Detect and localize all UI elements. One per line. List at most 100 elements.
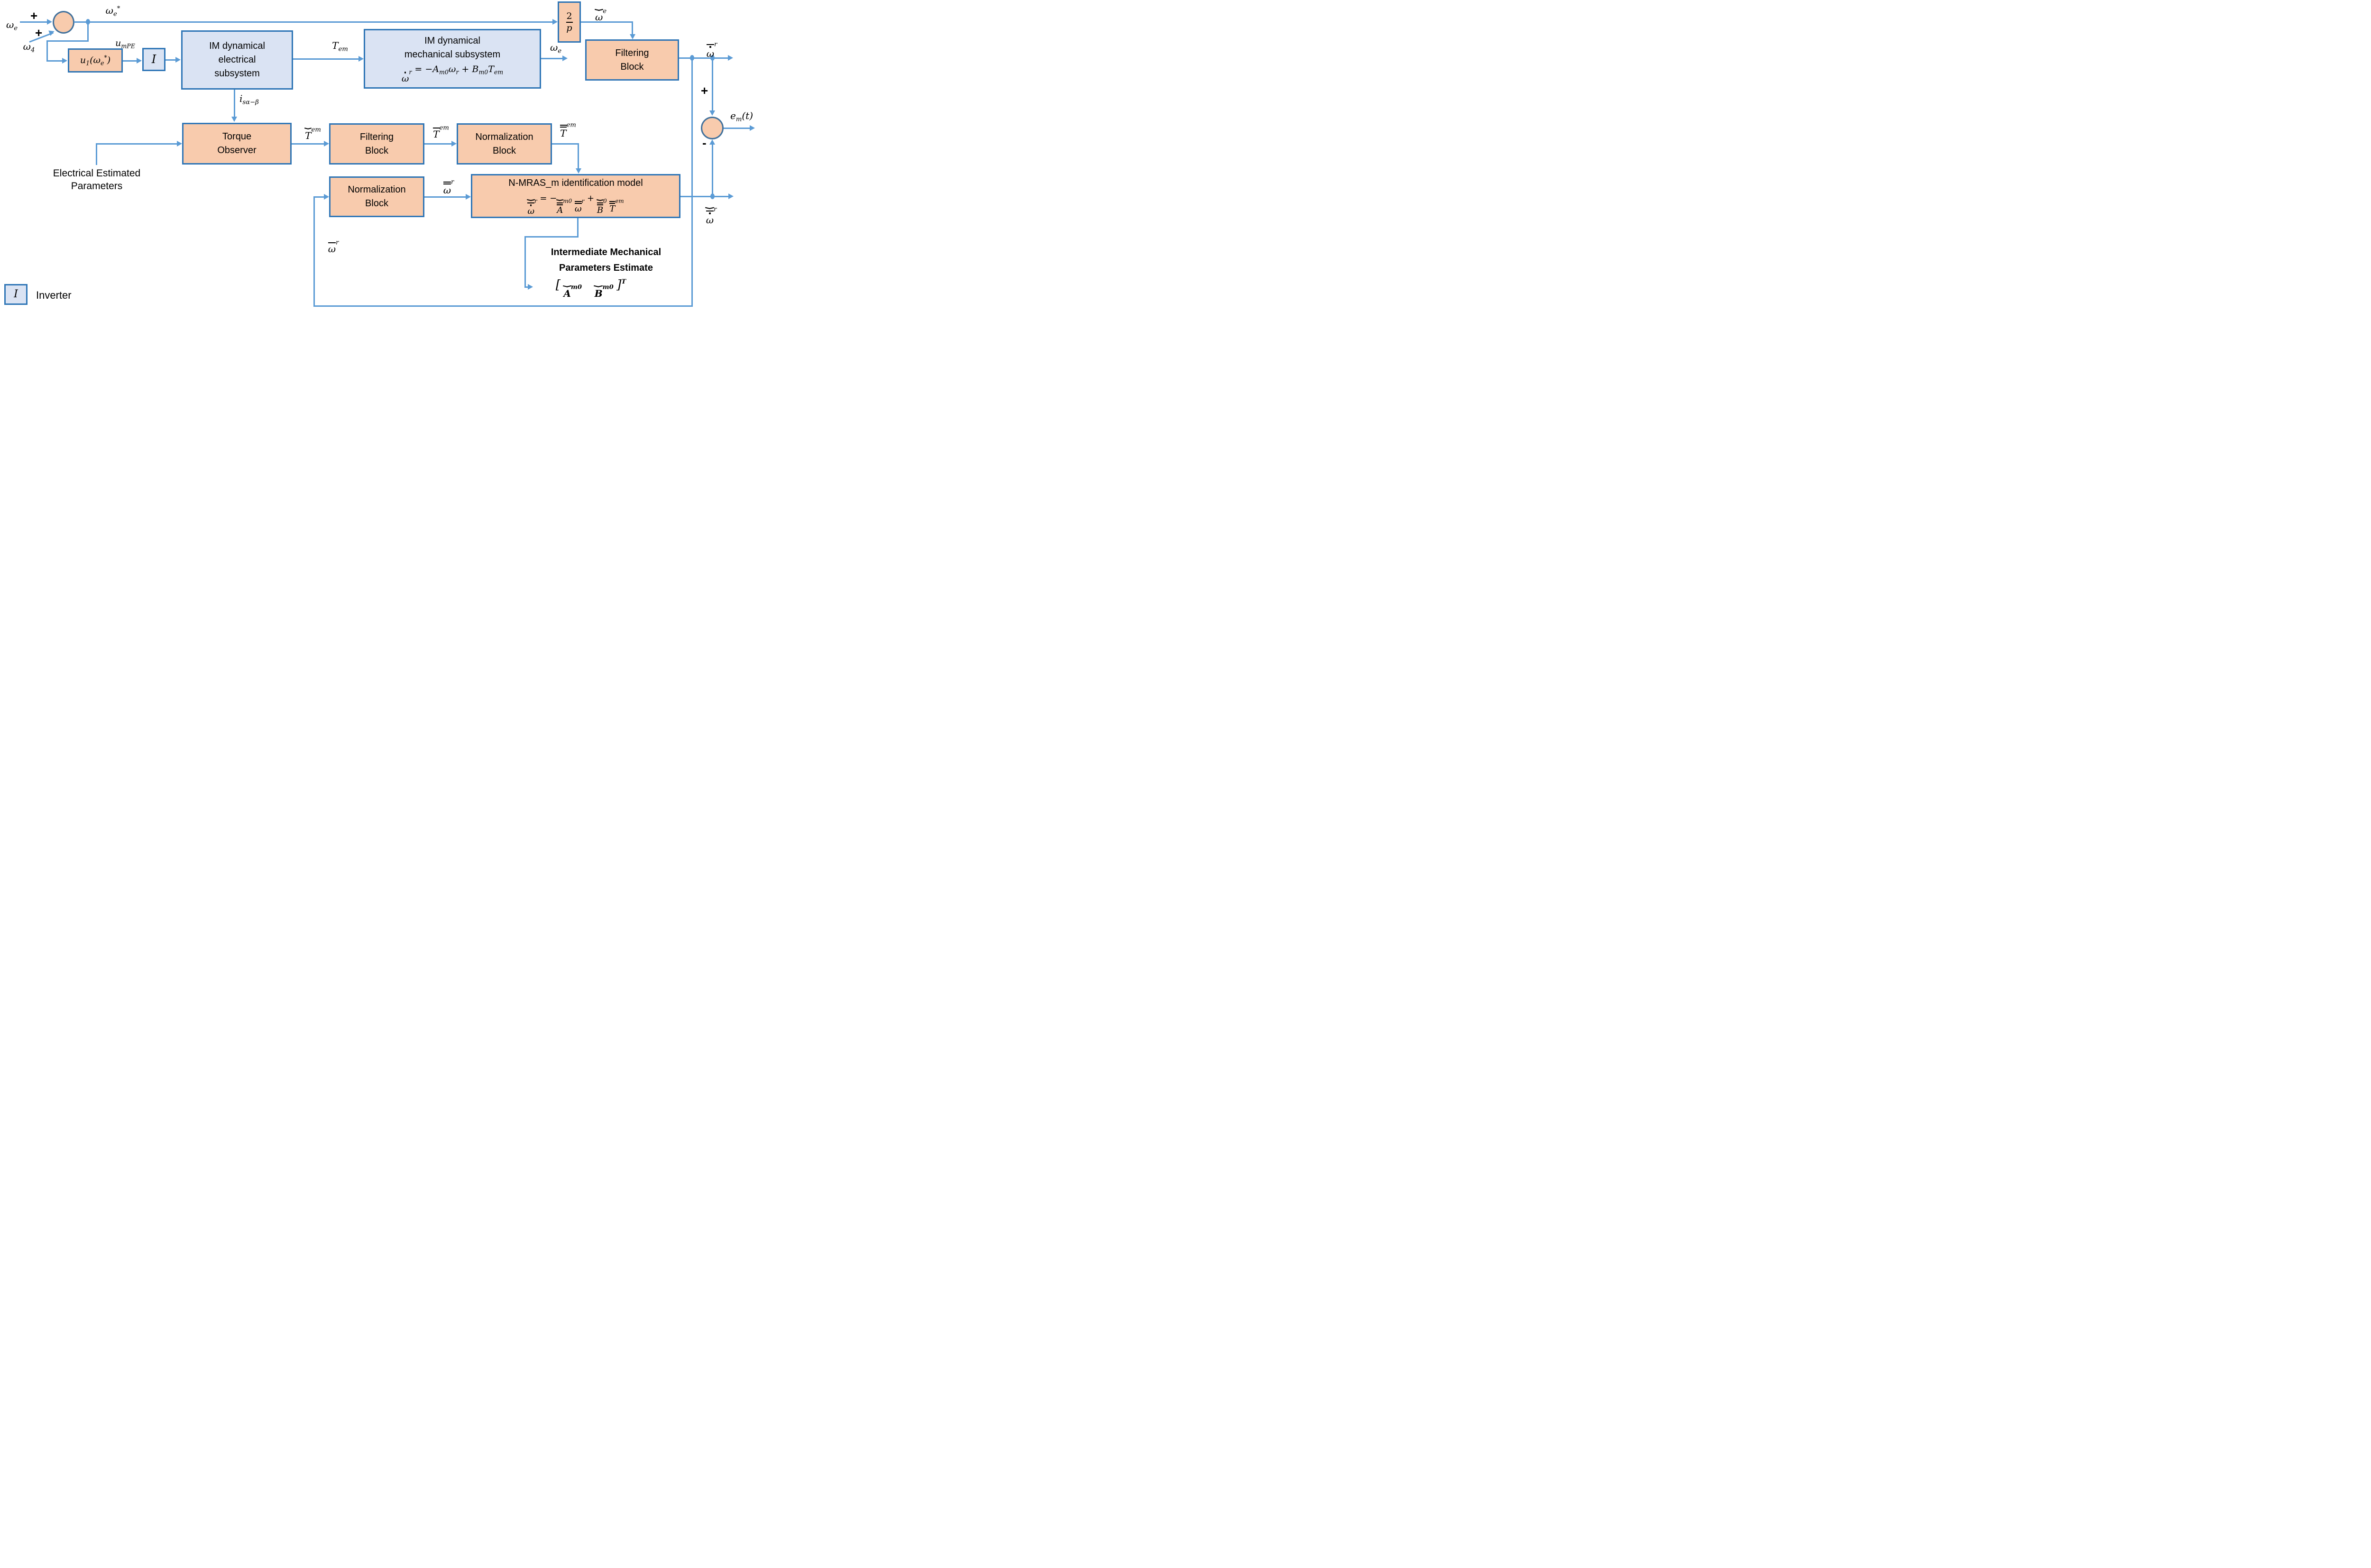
arrowhead [562, 55, 568, 61]
wire-i-s [233, 90, 235, 118]
i-s-label: isα−β [239, 93, 259, 106]
normalization-block-bottom: Normalization Block [329, 176, 424, 217]
hat-decoration [595, 9, 604, 12]
block-text: Block [620, 61, 644, 72]
arrowhead [175, 57, 181, 63]
block-text: Normalization [475, 131, 533, 142]
legend-inverter-symbol: I [14, 288, 18, 301]
intermediate-parameters-text: Intermediate Mechanical Parameters Estim… [551, 247, 662, 273]
summing-junction-2 [701, 117, 724, 139]
arrowhead [231, 117, 237, 122]
plus-sign-top: + [30, 9, 38, 23]
electrical-estimated-parameters-text: Electrical Estimated Parameters [53, 168, 141, 192]
double-overline-decoration [560, 125, 567, 126]
u-mPE-label: umPE [115, 38, 135, 50]
arrowhead [709, 110, 715, 116]
wire-nmras-out [680, 195, 728, 197]
wire-T-em [293, 58, 358, 60]
wire-T-dbar-em [552, 143, 579, 145]
block-text: Observer [217, 145, 257, 156]
wire-e-m [724, 127, 750, 129]
block-diagram-canvas: ωe + + ω4 ωe* u1(ωe*) umPE I IM dynamic [0, 0, 759, 314]
plus-sign-bottom: + [35, 26, 43, 40]
wire-omega-hat-e-down [632, 21, 633, 35]
block-text: Torque [222, 131, 252, 142]
wire-minus-input [711, 141, 713, 196]
hat-decoration [594, 285, 603, 288]
arrowhead [137, 58, 142, 64]
overline-decoration [706, 44, 714, 46]
arrowhead [728, 55, 733, 61]
omega-e-input-label: ωe [6, 19, 18, 32]
wire-T-bar-em [424, 143, 451, 145]
wire-omega-e-star [74, 21, 552, 23]
fraction-bar [566, 21, 573, 23]
wire-u1-to-inverter [123, 60, 137, 62]
omega-4-label: ω4 [23, 41, 35, 54]
hat-decoration [527, 199, 535, 202]
block-text: Filtering [615, 47, 649, 58]
block-text: Block [365, 198, 388, 209]
wire-omega-e-in [20, 21, 47, 23]
wire-branch-down [87, 22, 89, 41]
arrowhead [62, 58, 67, 64]
hat-decoration [304, 128, 312, 130]
double-overline-decoration [443, 182, 451, 183]
arrowhead [629, 34, 635, 39]
arrowhead [324, 141, 329, 147]
block-text: Block [365, 145, 388, 156]
block-text: electrical [218, 55, 256, 65]
wire-into-u1 [46, 60, 63, 62]
wire-into-normalization2 [313, 196, 324, 198]
wire-branch-down2 [46, 40, 48, 62]
wire-eep-right [95, 143, 177, 145]
wire-omega-dot-bar-r [679, 57, 728, 59]
block-text: Block [493, 145, 516, 156]
arrowhead [750, 125, 755, 131]
block-text: Filtering [359, 131, 394, 142]
block-text: IM dynamical [424, 36, 480, 46]
summing-junction-1 [53, 11, 74, 34]
wire-T-hat-em [292, 143, 324, 145]
wire-feedback-down [691, 58, 693, 306]
wire-feedback-up [313, 197, 315, 306]
wire-branch-left [46, 40, 89, 42]
arrowhead [466, 194, 471, 200]
arrowhead [552, 19, 558, 25]
nmras-title: N-MRAS_m identification model [508, 178, 643, 189]
wire-estimate-left [524, 236, 579, 238]
hat-decoration [563, 285, 571, 288]
wire-omega-hat-e [581, 21, 633, 23]
block-text: IM dynamical [209, 41, 265, 51]
arrowhead [177, 141, 182, 147]
wire-plus-input [711, 58, 713, 111]
inverter-symbol: I [151, 53, 156, 66]
wire-feedback-bottom [313, 305, 693, 307]
plus-sign-sum2: + [701, 83, 708, 98]
electrical-subsystem-block: IM dynamical electrical subsystem [181, 30, 293, 90]
block-text: Normalization [348, 184, 406, 195]
inverter-block: I [142, 48, 165, 71]
arrowhead [47, 19, 52, 25]
minus-sign-sum2: - [702, 136, 707, 150]
e-m-label: em(t) [730, 110, 754, 123]
T-em-label: Tem [332, 40, 348, 53]
u1-label: u1(ωe*) [80, 54, 111, 67]
arrowhead [575, 168, 581, 174]
arrowhead [451, 141, 457, 147]
legend-inverter-box: I [4, 284, 28, 305]
wire-estimate-down [577, 218, 579, 237]
block-text: mechanical subsystem [404, 49, 501, 60]
normalization-block-middle: Normalization Block [457, 123, 552, 165]
